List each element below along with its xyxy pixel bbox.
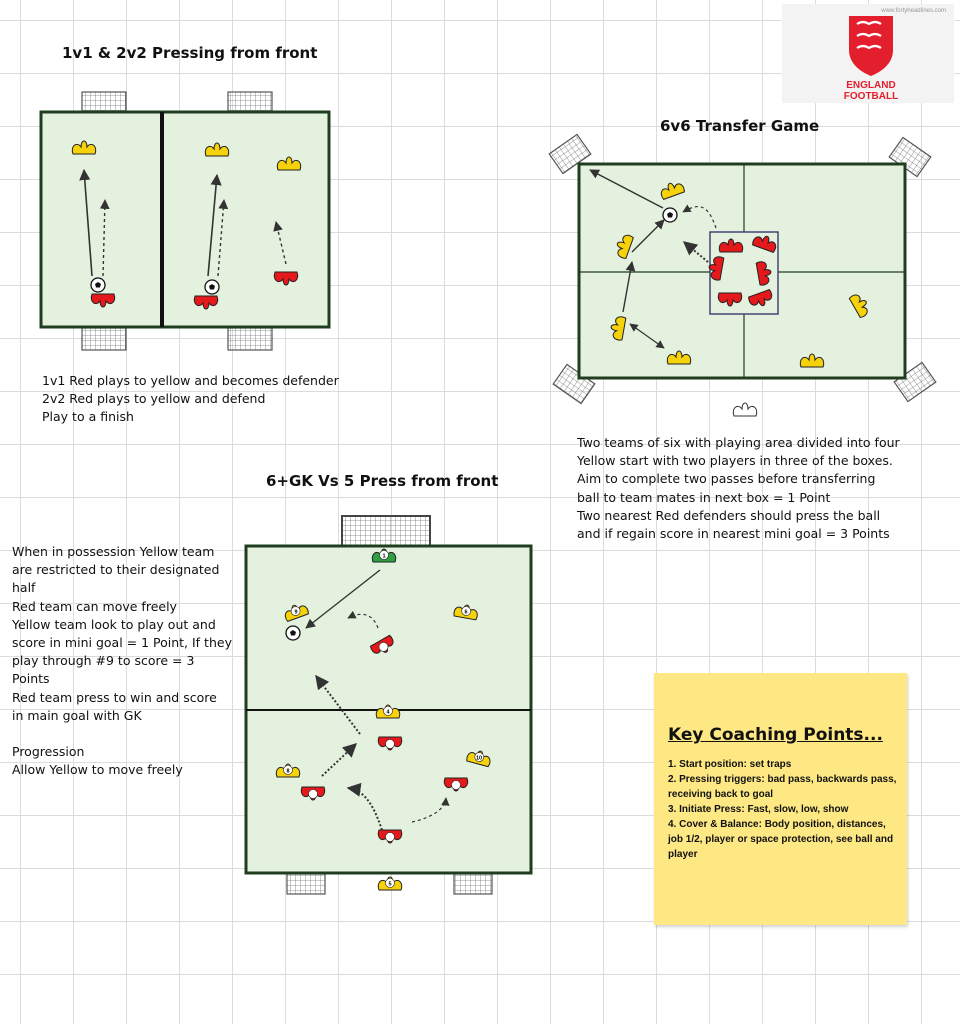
player-number: 8 [286,769,289,775]
mini-goal-icon [548,133,592,175]
logo-line2: FOOTBALL [844,91,898,102]
pass-arrow [622,261,636,313]
note-line: and if regain score in nearest mini goal… [577,526,890,542]
run-arrow [411,797,450,823]
note-line: half [12,580,36,596]
pass-arrow [305,569,381,629]
run-arrow [682,241,709,263]
player-number: 1 [382,554,385,560]
player-number: 5 [388,882,391,888]
drill3-title: 6+GK Vs 5 Press from front [266,472,499,490]
red-player-marker [443,777,469,792]
goal-icon [227,91,273,113]
yellow-player-marker: 5 [377,876,403,891]
yellow-player-marker: 6 [452,602,480,621]
drill2-title: 6v6 Transfer Game [660,117,820,135]
coaching-points-note: Key Coaching Points... 1. Start position… [654,673,907,925]
run-arrow [99,199,110,277]
note-line: Points [12,671,50,687]
note-line: Red team can move freely [12,598,177,614]
ball-icon [285,625,301,641]
drill1-notes: 1v1 Red plays to yellow and becomes defe… [42,372,339,427]
coaching-title: Key Coaching Points... [668,725,883,745]
drill3-notes: When in possession Yellow team are restr… [12,543,232,779]
coaching-point: 2. Pressing triggers: bad pass, backward… [668,774,897,800]
note-line: Yellow team look to play out and [12,616,216,632]
note-line: When in possession Yellow team [12,544,215,559]
red-player-marker [377,829,403,844]
coaching-list: 1. Start position: set traps 2. Pressing… [668,757,900,862]
note-line: 2v2 Red plays to yellow and defend [42,391,266,407]
note-line: ball to team mates in next box = 1 Point [577,489,831,505]
ball-icon [662,207,678,223]
pass-arrow [589,169,664,209]
note-line: play through #9 to score = 3 [12,653,195,669]
run-arrow [315,674,361,735]
coaching-point: 3. Initiate Press: Fast, slow, low, show [668,804,849,815]
pass-arrow [629,323,665,349]
note-line: Aim to complete two passes before transf… [577,471,876,487]
run-arrow [217,199,229,277]
mini-goal-icon [453,873,493,895]
player-number: 9 [294,610,297,616]
note-line: 1v1 Red plays to yellow and becomes defe… [42,373,339,388]
yellow-player-marker: 8 [275,763,301,778]
goal-icon [81,91,127,113]
main-goal-icon [341,515,431,547]
note-line: are restricted to their designated [12,562,220,578]
goalkeeper-marker: 1 [371,548,397,563]
pass-arrow [207,173,222,277]
yellow-player-marker: 4 [375,704,401,719]
mini-goal-icon [286,873,326,895]
note-line: Allow Yellow to move freely [12,762,183,778]
note-line: Two teams of six with playing area divid… [577,435,900,450]
note-line: Two nearest Red defenders should press t… [577,507,881,523]
run-arrow [346,782,383,831]
player-number: 4 [386,710,390,716]
note-line: Red team press to win and score [12,689,217,705]
note-line: in main goal with GK [12,707,142,723]
red-player-marker [300,786,326,801]
england-crest-icon [849,16,893,76]
note-line: Play to a finish [42,409,134,425]
player-number: 6 [464,610,467,616]
mini-goal-icon [893,361,937,403]
yellow-player-marker: 10 [465,747,493,768]
red-player-marker [377,736,403,751]
drill1-pitch [39,91,331,351]
ball-icon [90,277,106,293]
player-number: 10 [476,756,482,762]
coaching-point: 1. Start position: set traps [668,759,792,770]
drill2-notes: Two teams of six with playing area divid… [577,434,900,543]
logo-credit: www.fortyheadlines.com [881,8,946,14]
note-line [12,725,232,743]
drill3-players: 1 9 6 4 8 10 5 [275,548,493,891]
run-arrow [273,221,287,265]
yellow-player-marker: 9 [282,600,310,623]
logo-line1: ENGLAND [846,80,895,91]
goal-icon [81,327,127,351]
goal-icon [227,327,273,351]
pass-arrow [79,168,93,277]
drill3-pitch: 1 9 6 4 8 10 5 [244,515,533,895]
ball-icon [204,279,220,295]
drill1-title: 1v1 & 2v2 Pressing from front [62,44,318,62]
note-line: Yellow start with two players in three o… [577,453,893,469]
cone-marker [732,402,758,417]
run-arrow [347,610,379,629]
coaching-point: 4. Cover & Balance: Body position, dista… [668,819,894,860]
run-arrow [682,204,717,229]
drill2-pitch [548,133,937,417]
pass-arrow [631,219,665,253]
note-line: Progression [12,744,85,760]
note-line: score in mini goal = 1 Point, If they [12,635,232,651]
red-player-marker [369,634,398,659]
